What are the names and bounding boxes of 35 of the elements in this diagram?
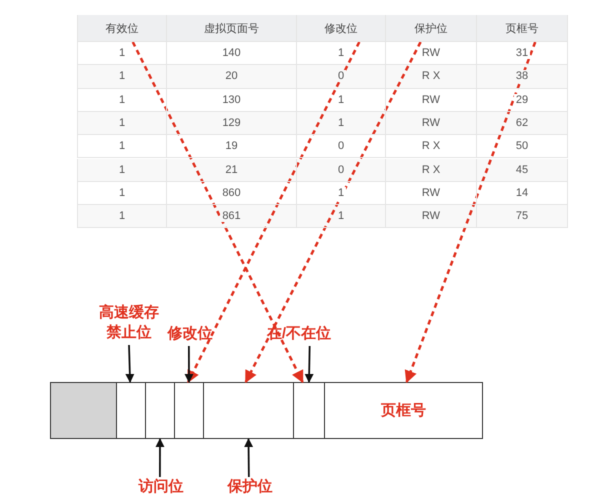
bit-field <box>174 382 204 439</box>
field-label: 保护位 <box>222 477 278 499</box>
arrow <box>155 438 164 477</box>
table-value: 861 <box>167 205 297 228</box>
table-value: 1 <box>77 135 167 158</box>
table-value: 1 <box>77 205 167 228</box>
bit-field <box>203 382 294 439</box>
dashed-arrow <box>404 42 536 384</box>
column-header: 页框号 <box>477 15 568 42</box>
arrow <box>125 344 134 383</box>
column-header: 虚拟页面号 <box>167 15 297 42</box>
dashed-arrow <box>244 41 422 384</box>
arrow <box>244 438 254 477</box>
frame-number-field: 页框号 <box>324 382 483 439</box>
bit-field <box>116 382 146 439</box>
field-label: 高速缓存禁止位 <box>94 303 164 345</box>
dashed-arrow <box>186 41 360 384</box>
table-value: 75 <box>477 205 568 228</box>
dashed-arrow <box>132 41 304 384</box>
bit-field <box>145 382 175 439</box>
table-value: 1 <box>297 205 386 228</box>
field-label: 修改位 <box>162 324 218 346</box>
field-label: 访问位 <box>134 477 188 499</box>
table-value: R X <box>386 135 477 158</box>
reserved-field <box>50 382 117 439</box>
table-value: 19 <box>167 135 297 158</box>
arrow <box>304 346 314 383</box>
table-value: 0 <box>297 135 386 158</box>
table-value: RW <box>386 205 477 228</box>
bit-field <box>293 382 325 439</box>
column-header: 保护位 <box>386 15 477 42</box>
arrow <box>184 346 194 383</box>
column-header: 修改位 <box>297 15 386 42</box>
table-value: 50 <box>477 135 568 158</box>
column-header: 有效位 <box>77 15 167 42</box>
